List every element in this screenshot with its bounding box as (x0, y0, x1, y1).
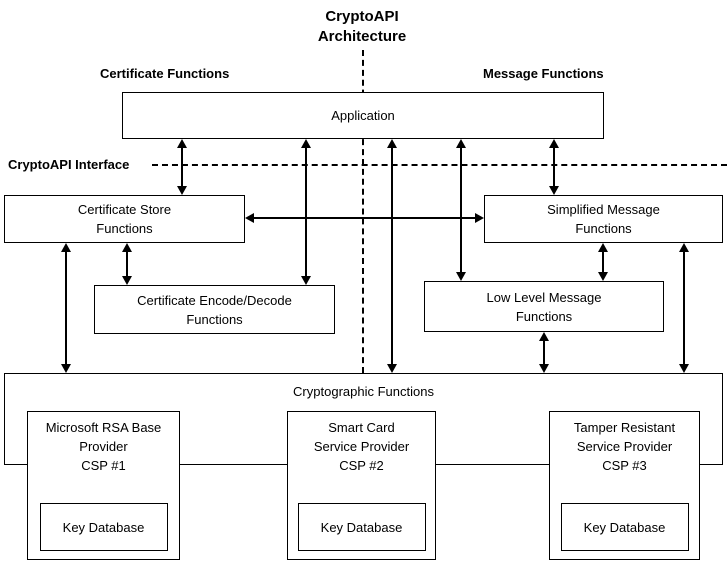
cryptographic-functions-label: Cryptographic Functions (293, 384, 434, 399)
arrowhead-down-icon (539, 364, 549, 373)
csp1-key-database-box: Key Database (39, 503, 168, 551)
arrow-certificate-store-cryptographic (61, 243, 71, 373)
csp1-key-database-label: Key Database (62, 519, 145, 535)
arrow-low-level-message-cryptographic (539, 332, 549, 373)
arrow-simplified-message-low-level-message (598, 243, 608, 281)
csp2-box: Smart Card Service Provider CSP #2 Key D… (287, 411, 436, 560)
arrow-certificate-store-simplified-message (245, 213, 484, 223)
arrowhead-down-icon (679, 364, 689, 373)
csp2-key-database-label: Key Database (320, 519, 403, 535)
csp3-label: Tamper Resistant Service Provider CSP #3 (573, 420, 676, 473)
arrow-application-certificate-store (177, 139, 187, 195)
certificate-store-functions-box: Certificate Store Functions (4, 195, 245, 243)
arrowhead-down-icon (301, 276, 311, 285)
diagram-title: CryptoAPI Architecture (317, 8, 407, 45)
arrowhead-down-icon (177, 186, 187, 195)
arrowhead-down-icon (598, 272, 608, 281)
csp3-box: Tamper Resistant Service Provider CSP #3… (549, 411, 700, 560)
simplified-message-functions-box: Simplified Message Functions (484, 195, 723, 243)
arrow-application-cryptographic (387, 139, 397, 373)
csp2-key-database-box: Key Database (297, 503, 426, 551)
arrowhead-down-icon (61, 364, 71, 373)
csp3-key-database-label: Key Database (583, 519, 666, 535)
arrow-application-simplified-message (549, 139, 559, 195)
low-level-message-functions-box: Low Level Message Functions (424, 281, 664, 332)
application-box-label: Application (331, 108, 395, 123)
application-box: Application (122, 92, 604, 139)
csp1-box: Microsoft RSA Base Provider CSP #1 Key D… (27, 411, 180, 560)
cryptoapi-interface-label: CryptoAPI Interface (8, 157, 130, 172)
arrow-certificate-store-certificate-encode-decode (122, 243, 132, 285)
certificate-encode-decode-functions-box: Certificate Encode/Decode Functions (94, 285, 335, 334)
arrowhead-down-icon (387, 364, 397, 373)
arrowhead-down-icon (122, 276, 132, 285)
message-functions-label: Message Functions (483, 66, 604, 81)
center-divider-dashed-line (362, 50, 364, 373)
arrowhead-down-icon (549, 186, 559, 195)
arrowhead-down-icon (456, 272, 466, 281)
arrow-application-certificate-encode-decode (301, 139, 311, 285)
arrowhead-right-icon (475, 213, 484, 223)
certificate-store-functions-label: Certificate Store Functions (77, 202, 172, 236)
simplified-message-functions-label: Simplified Message Functions (547, 202, 660, 236)
csp2-label: Smart Card Service Provider CSP #2 (313, 420, 410, 473)
certificate-functions-label: Certificate Functions (100, 66, 230, 81)
certificate-encode-decode-functions-label: Certificate Encode/Decode Functions (137, 292, 292, 327)
csp1-label: Microsoft RSA Base Provider CSP #1 (45, 420, 162, 473)
low-level-message-functions-label: Low Level Message Functions (486, 289, 602, 324)
csp3-key-database-box: Key Database (560, 503, 689, 551)
cryptoapi-interface-dashed-line (152, 164, 727, 166)
arrow-application-low-level-message (456, 139, 466, 281)
arrow-simplified-message-cryptographic (679, 243, 689, 373)
